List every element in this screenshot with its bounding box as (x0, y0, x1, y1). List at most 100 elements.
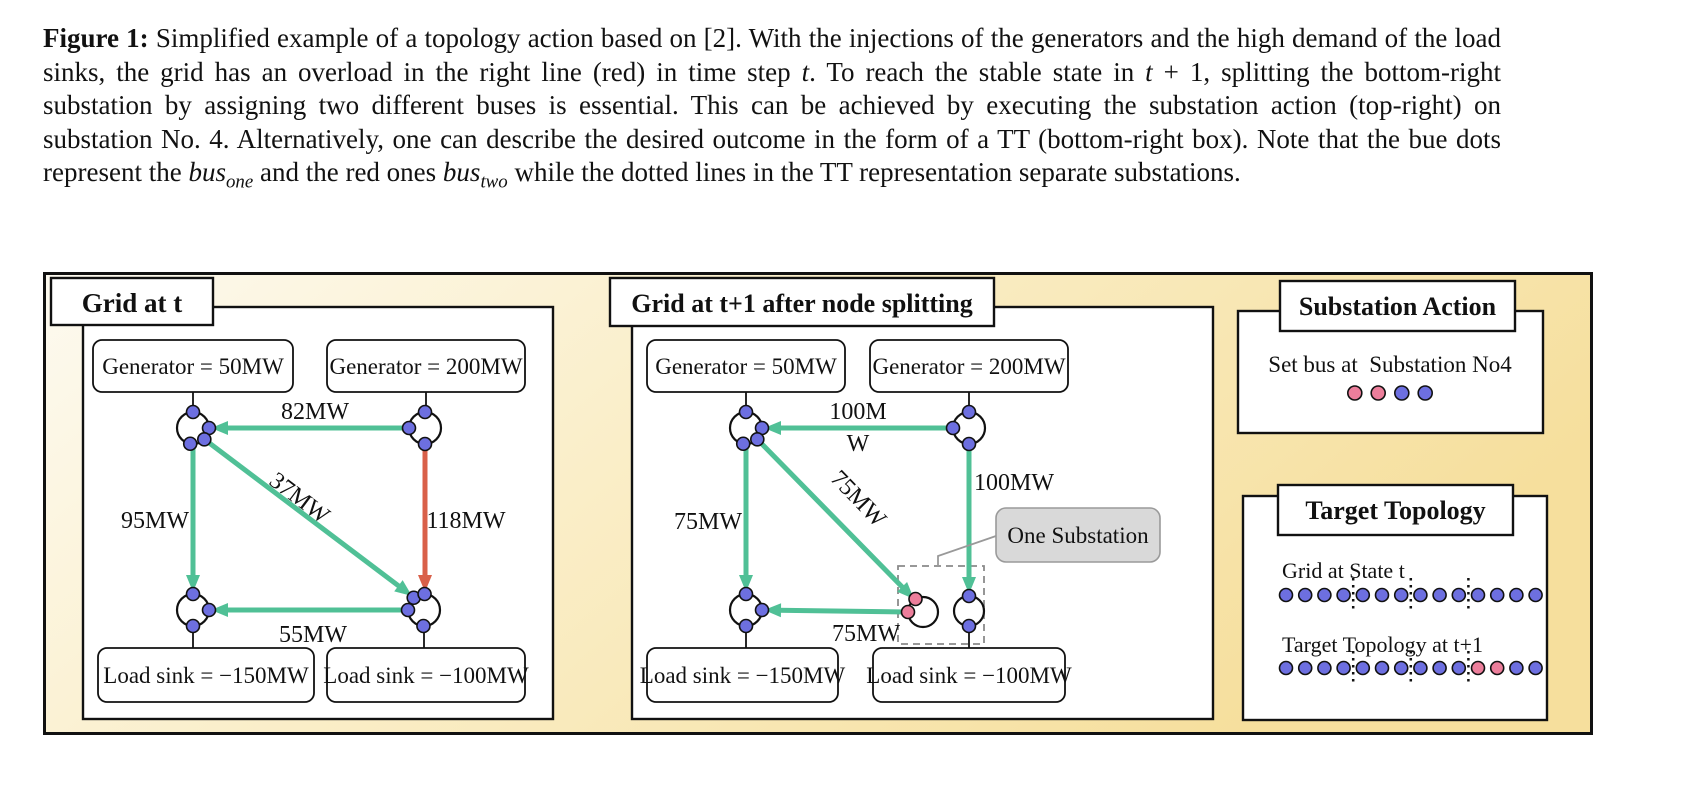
bus-one-dot (1336, 660, 1351, 676)
bus-two-dot (908, 591, 923, 607)
bus-one-dot (1297, 660, 1313, 676)
bus-one-dot (1394, 385, 1410, 401)
bus-two-dot (1370, 385, 1386, 401)
caption-subscript: one (225, 171, 254, 193)
topology-row-label: Target Topology at t+1 (1282, 632, 1483, 657)
target-topology-title-box (1276, 483, 1515, 537)
one-substation-callout (995, 507, 1161, 563)
bus-one-dot (1336, 587, 1351, 603)
bus-one-dot (1355, 660, 1371, 676)
caption-text-segment: Simplified example of a topology action … (43, 23, 1501, 87)
flow-label-left: 75MW (674, 509, 742, 535)
bus-one-dot (1317, 660, 1332, 676)
one-substation-label: One Substation (1007, 523, 1149, 548)
bus-two-dot (1470, 660, 1486, 676)
generator-box (646, 339, 846, 393)
flow-arrowhead (211, 421, 228, 435)
bus-one-dot (400, 602, 416, 618)
bus-one-dot (201, 602, 217, 618)
bus-one-dot (754, 602, 770, 618)
topology-row-label: Grid at State t (1282, 558, 1405, 583)
bus-one-dot (1470, 587, 1486, 603)
load-sink-label: Load sink = −150MW (103, 663, 309, 688)
flow-label-right: 100MW (974, 470, 1054, 496)
flow-arrowhead (962, 577, 976, 594)
bus-two-dot (1347, 385, 1363, 401)
bus-one-dot (945, 420, 961, 436)
bus-one-dot (1528, 660, 1543, 676)
bus-one-dot (1393, 587, 1409, 603)
bus-one-dot (738, 404, 754, 420)
bus-one-dot (401, 420, 417, 436)
bus-one-dot (185, 618, 201, 634)
flow-label-bottom: 55MW (279, 622, 347, 648)
figure-caption: Figure 1: Simplified example of a topolo… (43, 22, 1501, 199)
bus-one-dot (1278, 660, 1294, 676)
caption-text-segment: t (801, 56, 810, 87)
bus-one-dot (1374, 587, 1390, 603)
flow-arrowhead (739, 575, 753, 592)
one-substation-dashed-box (897, 565, 985, 645)
bus-one-dot (735, 436, 751, 452)
bus-two-dot (900, 604, 916, 620)
flow-arrowhead (394, 580, 412, 596)
load-sink-box (646, 647, 839, 703)
flow-line (755, 437, 906, 591)
flow-arrowhead (764, 603, 782, 618)
bus-one-dot (417, 586, 432, 602)
caption-text-segment: bus (188, 157, 226, 188)
generator-label: Generator = 200MW (872, 354, 1065, 379)
generator-box (326, 339, 526, 393)
grid_t-title-box (49, 276, 215, 327)
bus-one-dot (185, 404, 201, 420)
flow-arrowhead (211, 603, 228, 617)
bus-one-dot (1528, 587, 1543, 603)
bus-one-dot (750, 432, 765, 447)
flow-label-top: 100M (829, 399, 886, 425)
load-sink-box (872, 647, 1066, 703)
callout-leader-line (937, 535, 997, 566)
load-sink-box (326, 647, 526, 703)
load-sink-label: Load sink = −150MW (640, 663, 846, 688)
caption-text-segment: t (1145, 56, 1153, 87)
bus-one-dot (417, 436, 433, 452)
generator-label: Generator = 50MW (655, 354, 837, 379)
bus-one-dot (961, 404, 977, 420)
flow-label-bottom: 75MW (832, 621, 900, 647)
bus-one-dot (185, 586, 201, 602)
bus-one-dot (1451, 660, 1467, 676)
bus-one-dot (1417, 385, 1433, 401)
bus-one-dot (1374, 660, 1390, 676)
flow-arrowhead (418, 575, 432, 592)
generator-label: Generator = 50MW (102, 354, 284, 379)
bus-one-dot (1317, 587, 1332, 603)
generator-label: Generator = 200MW (329, 354, 522, 379)
bus-one-dot (1509, 587, 1524, 603)
bus-one-dot (961, 618, 977, 634)
flow-label-right: 118MW (426, 508, 505, 534)
load-sink-box (97, 647, 315, 703)
bus-one-dot (1451, 587, 1467, 603)
flow-line (202, 437, 403, 590)
caption-text-segment: . To reach the stable state in (809, 56, 1146, 87)
bus-one-dot (1432, 587, 1447, 603)
flow-label-top: W (847, 431, 870, 457)
caption-text-segment: and the red ones (253, 157, 443, 188)
bus-one-dot (416, 618, 431, 634)
caption-figure-number: Figure 1: (43, 23, 149, 53)
bus-one-dot (1509, 660, 1524, 676)
generator-box (869, 339, 1069, 393)
flow-arrowhead (764, 421, 781, 435)
substation-action-title-label: Substation Action (1299, 292, 1497, 321)
bus-one-dot (1413, 660, 1428, 676)
flow-label-top: 82MW (281, 399, 349, 425)
caption-text-segment: while the dotted lines in the TT represe… (507, 157, 1241, 188)
substation-action-text: Set bus at Substation No4 (1268, 352, 1512, 377)
flow-line (777, 607, 907, 615)
generator-box (92, 339, 294, 393)
bus-one-dot (738, 586, 754, 602)
bus-one-dot (182, 436, 198, 452)
target-topology-title-label: Target Topology (1305, 496, 1485, 525)
